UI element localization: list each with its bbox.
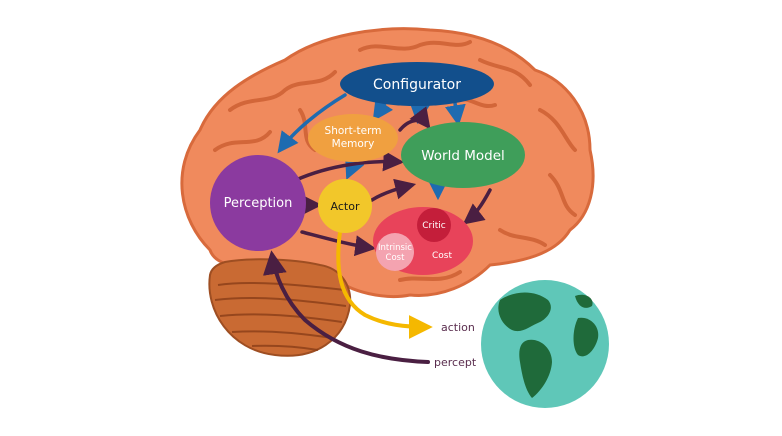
configurator-label: Configurator <box>373 77 461 93</box>
cost-label: Cost <box>432 251 452 261</box>
arrow-configurator-to-worldmodel <box>445 101 466 127</box>
actor-module: Actor <box>318 179 372 233</box>
short-term-memory-shape <box>308 114 398 162</box>
arrow-configurator-to-memory <box>372 98 394 122</box>
configurator-shape <box>340 62 494 106</box>
actor-label: Actor <box>331 200 360 213</box>
arrow-memory-worldmodel-loop <box>398 106 431 132</box>
dark-arrows <box>262 106 492 364</box>
perception-module: Perception <box>210 155 306 251</box>
arrow-actor-to-worldmodel <box>370 178 417 202</box>
short-term-memory-label-1: Short-term <box>325 125 382 137</box>
actor-shape <box>318 179 372 233</box>
configurator-module: Configurator <box>340 62 494 106</box>
brain-cerebellum <box>208 258 352 357</box>
short-term-memory-module: Short-term Memory <box>308 114 398 162</box>
arrow-actor-to-action <box>336 230 433 339</box>
critic-label: Critic <box>422 221 446 231</box>
arrow-configurator-to-perception <box>277 93 347 154</box>
arrow-perception-to-worldmodel <box>294 150 405 182</box>
arrow-worldmodel-to-cost <box>462 188 492 225</box>
intrinsic-cost-label-1: Intrinsic <box>378 243 412 253</box>
intrinsic-cost-label-2: Cost <box>386 253 406 263</box>
percept-label: percept <box>434 356 477 369</box>
cost-module: Critic Intrinsic Cost Cost <box>373 207 473 275</box>
earth-continent-europe <box>575 294 593 308</box>
intrinsic-cost-shape <box>376 233 414 271</box>
cerebellum-lines <box>214 281 347 351</box>
world-model-module: World Model <box>401 122 525 188</box>
world-model-label: World Model <box>421 148 505 164</box>
short-term-memory-label-2: Memory <box>332 138 375 150</box>
perception-label: Perception <box>224 196 293 211</box>
earth-continent-south-america <box>519 339 552 398</box>
arrow-percept-path <box>262 250 430 364</box>
action-arrow <box>336 230 433 339</box>
earth-continent-africa <box>573 317 599 357</box>
earth-globe <box>481 280 609 408</box>
world-model-shape <box>401 122 525 188</box>
perception-shape <box>210 155 306 251</box>
earth-continent-north-america <box>498 292 551 332</box>
action-label: action <box>441 321 475 334</box>
critic-shape <box>417 208 451 242</box>
